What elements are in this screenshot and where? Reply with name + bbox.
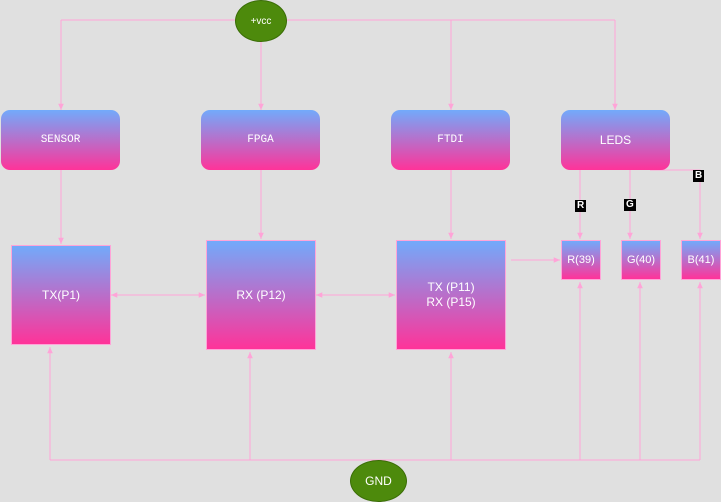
vcc-label: +vcc <box>250 15 272 27</box>
sensor-label: SENSOR <box>40 133 81 146</box>
vcc-node: +vcc <box>235 0 287 42</box>
led-g-label: G(40) <box>626 253 656 266</box>
led-r-pin: R(39) <box>561 240 601 280</box>
ftdi-rx-label: RX (P15) <box>426 295 476 309</box>
ftdi-block: FTDI <box>391 110 510 170</box>
ftdi-txrx-pins: TX (P11) RX (P15) <box>396 240 506 350</box>
fpga-rx-label: RX (P12) <box>236 287 286 302</box>
ftdi-label: FTDI <box>437 133 464 146</box>
gnd-label: GND <box>365 474 392 488</box>
sensor-block: SENSOR <box>1 110 120 170</box>
sensor-tx-pin: TX(P1) <box>11 245 111 345</box>
leds-label: LEDS <box>599 132 632 147</box>
fpga-rx-pin: RX (P12) <box>206 240 316 350</box>
edge-label-r: R <box>575 200 587 212</box>
fpga-label: FPGA <box>247 133 274 146</box>
fpga-block: FPGA <box>201 110 320 170</box>
edge-label-g: G <box>624 199 636 211</box>
leds-block: LEDS <box>561 110 670 170</box>
sensor-tx-label: TX(P1) <box>41 287 80 302</box>
gnd-node: GND <box>350 460 407 502</box>
led-b-pin: B(41) <box>681 240 721 280</box>
led-g-pin: G(40) <box>621 240 661 280</box>
ftdi-tx-label: TX (P11) <box>427 280 475 294</box>
led-r-label: R(39) <box>567 253 595 266</box>
edge-label-b: B <box>693 170 705 182</box>
led-b-label: B(41) <box>687 253 715 266</box>
